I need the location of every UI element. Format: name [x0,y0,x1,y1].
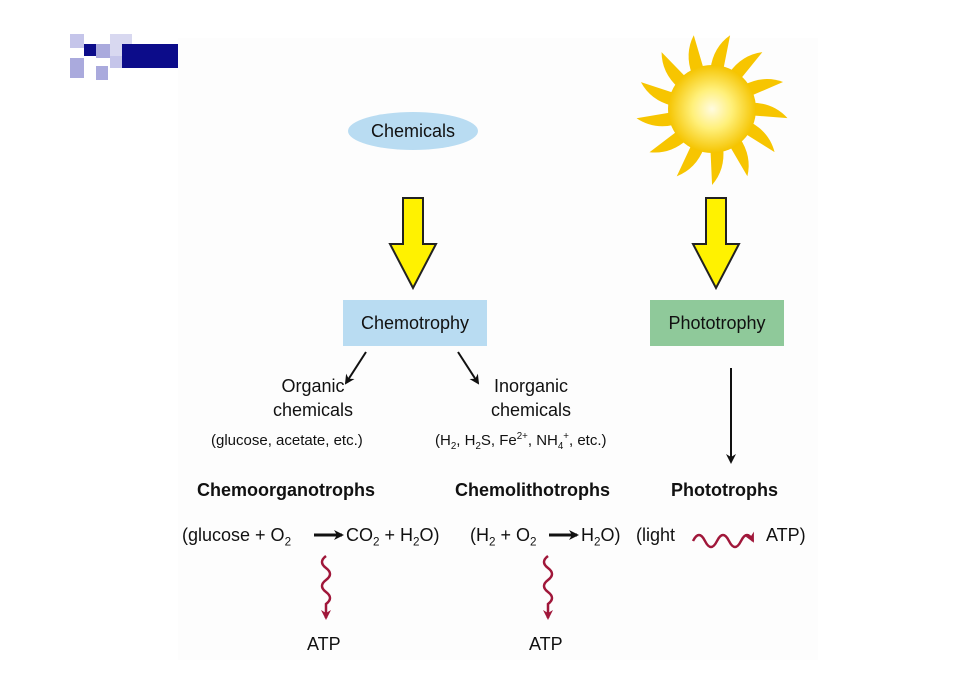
chemotrophy-box: Chemotrophy [343,300,487,346]
inorganic-examples: (H2, H2S, Fe2+, NH4+, etc.) [435,431,607,452]
sun-ray [751,102,788,119]
equation-light-left: (light [636,525,676,545]
sun-ray [729,52,763,81]
logo-square-7 [110,56,122,68]
eq-text: O) [600,525,621,545]
equation-hydrogen-right: H2O) [581,525,621,549]
inorganic-line2: chemicals [490,400,572,420]
inorganic-line1: Inorganic [493,376,569,396]
atp-label-2: ATP [529,634,563,654]
squiggle-arrow-icon [542,555,554,620]
phototrophy-label: Phototrophy [668,312,766,333]
organic-line1: Organic [281,376,345,396]
atp-label-1: ATP [307,634,341,654]
equation-glucose-right: CO2 + H2O) [346,525,440,549]
squiggle-arrow-icon [320,555,332,620]
chemolithotrophs-label: Chemolithotrophs [455,480,610,500]
chemoorganotrophs-label: Chemoorganotrophs [197,480,375,500]
organic-examples: (glucose, acetate, etc.) [211,432,363,449]
chemicals-source-oval: Chemicals [348,112,478,150]
yellow-down-arrow-icon [691,197,741,291]
superscript: + [563,431,569,442]
black-arrow-icon [457,351,480,385]
subscript: 2 [373,535,380,549]
inorganic-ex-text: , etc.) [569,432,607,449]
eq-text: CO [346,525,373,545]
organic-line2: chemicals [272,400,354,420]
logo-square-3 [96,44,110,58]
subscript: 2 [530,535,537,549]
inorganic-ex-text: , H [456,432,476,449]
inorganic-ex-text: (H [435,432,451,449]
logo-square-2 [84,44,96,56]
subscript: 2 [475,441,481,452]
inorganic-ex-text: S, Fe [480,432,517,449]
eq-text: H [581,525,594,545]
sun-ray [710,35,731,71]
subscript: 2 [489,535,496,549]
equation-hydrogen-left: (H2 + O2 [470,525,537,549]
sun-ray [640,82,676,106]
subscript: 2 [594,535,601,549]
eq-text: O) [419,525,440,545]
chemotrophy-label: Chemotrophy [360,312,470,333]
subscript: 2 [284,535,292,549]
superscript: 2+ [516,431,528,442]
logo-square-5 [70,58,84,78]
sun-ray [744,121,775,153]
equation-light-right: ATP) [766,525,806,545]
sun-ray [636,112,676,127]
inorganic-chemicals-label: Inorganic chemicals [466,374,596,422]
logo-square-1 [70,34,84,48]
phototrophs-label: Phototrophs [671,480,778,500]
sun-ray [688,35,704,75]
equation-glucose-left: (glucose + O2 [182,525,292,549]
subscript: 2 [413,535,420,549]
sun-ray [744,79,784,97]
squiggle-arrow-icon [691,531,755,549]
sun-ray [710,147,724,185]
logo-bar [122,44,178,68]
inorganic-ex-text: , NH [527,432,558,449]
subscript: 4 [557,441,564,452]
phototrophy-box: Phototrophy [650,300,784,346]
eq-text: + O [495,525,531,545]
logo-square-6 [96,66,108,80]
organic-chemicals-label: Organic chemicals [248,374,378,422]
eq-text: (glucose + O [182,525,285,545]
subscript: 2 [450,441,457,452]
eq-text: + H [379,525,414,545]
black-arrow-icon [344,351,367,385]
sun-ray [676,143,704,177]
yellow-down-arrow-icon [388,197,438,291]
sun-icon [636,35,788,185]
chemicals-label: Chemicals [370,120,456,141]
eq-text: (H [470,525,489,545]
sun-ray [729,137,749,177]
